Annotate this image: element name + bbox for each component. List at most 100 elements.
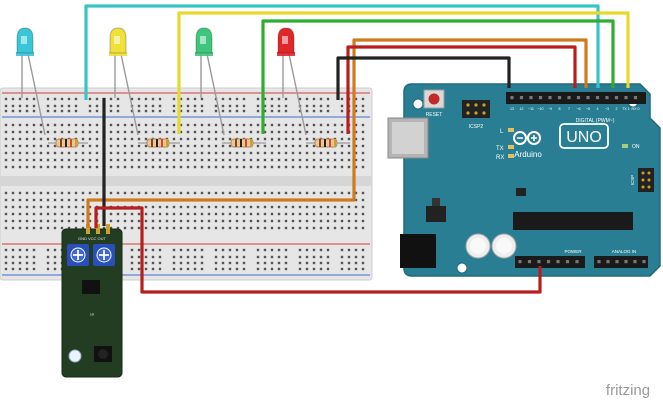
- breadboard-hole: [193, 151, 197, 155]
- breadboard-hole: [81, 158, 85, 162]
- breadboard-hole: [46, 165, 50, 169]
- breadboard-hole: [60, 212, 64, 216]
- breadboard-hole: [207, 137, 211, 141]
- breadboard-hole: [74, 123, 78, 127]
- breadboard-hole: [200, 191, 204, 195]
- breadboard-hole: [172, 219, 176, 223]
- breadboard-hole: [305, 151, 309, 155]
- comparator-chip: [82, 280, 100, 294]
- breadboard-hole: [340, 97, 344, 101]
- breadboard-hole: [25, 137, 29, 141]
- breadboard-hole: [200, 248, 204, 252]
- breadboard-hole: [32, 212, 36, 216]
- breadboard-hole: [354, 191, 358, 195]
- digital-pin-hole: [519, 96, 524, 100]
- breadboard-hole: [81, 151, 85, 155]
- breadboard-hole: [200, 137, 204, 141]
- digital-pin-label: ~9: [548, 107, 552, 111]
- breadboard-hole: [4, 137, 8, 141]
- breadboard-hole: [242, 248, 246, 252]
- breadboard-hole: [312, 191, 316, 195]
- breadboard-hole: [326, 123, 330, 127]
- breadboard-hole: [242, 151, 246, 155]
- breadboard-hole: [137, 123, 141, 127]
- breadboard-hole: [340, 165, 344, 169]
- breadboard-hole: [228, 165, 232, 169]
- breadboard-hole: [312, 226, 316, 230]
- breadboard-hole: [172, 130, 176, 134]
- breadboard-hole: [256, 212, 260, 216]
- breadboard-hole: [333, 158, 337, 162]
- breadboard-hole: [109, 158, 113, 162]
- breadboard-hole: [39, 212, 43, 216]
- breadboard-hole: [214, 212, 218, 216]
- breadboard-hole: [249, 191, 253, 195]
- breadboard-hole: [74, 104, 78, 108]
- breadboard-hole: [18, 130, 22, 134]
- breadboard-hole: [200, 261, 204, 265]
- breadboard-hole: [242, 212, 246, 216]
- breadboard-hole: [291, 158, 295, 162]
- breadboard-hole: [39, 198, 43, 202]
- breadboard-hole: [298, 165, 302, 169]
- breadboard-hole: [207, 151, 211, 155]
- breadboard-hole: [46, 137, 50, 141]
- breadboard-hole: [165, 191, 169, 195]
- breadboard-hole: [361, 198, 365, 202]
- breadboard-hole: [235, 97, 239, 101]
- breadboard-hole: [4, 198, 8, 202]
- breadboard-hole: [116, 219, 120, 223]
- breadboard-hole: [284, 219, 288, 223]
- breadboard-hole: [186, 205, 190, 209]
- breadboard-hole: [305, 205, 309, 209]
- breadboard-hole: [95, 158, 99, 162]
- breadboard-hole: [228, 248, 232, 252]
- breadboard-hole: [340, 261, 344, 265]
- breadboard-hole: [235, 267, 239, 271]
- breadboard-hole: [270, 151, 274, 155]
- breadboard-hole: [172, 191, 176, 195]
- breadboard-hole: [347, 219, 351, 223]
- breadboard-hole: [179, 267, 183, 271]
- l-led-label: L: [500, 129, 504, 135]
- breadboard-hole: [263, 205, 267, 209]
- breadboard-hole: [235, 226, 239, 230]
- power-jack-icon: [400, 234, 436, 268]
- breadboard-hole: [319, 191, 323, 195]
- breadboard-hole: [221, 109, 225, 113]
- breadboard-hole: [137, 261, 141, 265]
- breadboard-hole: [193, 123, 197, 127]
- breadboard-hole: [263, 267, 267, 271]
- breadboard-hole: [249, 151, 253, 155]
- digital-pin-hole: [510, 96, 514, 100]
- breadboard-hole: [172, 158, 176, 162]
- breadboard-hole: [193, 219, 197, 223]
- breadboard-hole: [137, 255, 141, 259]
- breadboard-hole: [256, 205, 260, 209]
- breadboard-hole: [123, 219, 127, 223]
- breadboard-hole: [193, 97, 197, 101]
- analog-pin-hole: [606, 260, 610, 264]
- breadboard-hole: [277, 248, 281, 252]
- breadboard-hole: [39, 151, 43, 155]
- breadboard-hole: [11, 123, 15, 127]
- breadboard-hole: [326, 109, 330, 113]
- breadboard-hole: [312, 255, 316, 259]
- breadboard-hole: [340, 109, 344, 113]
- breadboard-hole: [228, 261, 232, 265]
- breadboard-hole: [263, 123, 267, 127]
- breadboard-hole: [291, 165, 295, 169]
- breadboard-hole: [207, 212, 211, 216]
- breadboard-hole: [116, 109, 120, 113]
- breadboard-hole: [228, 104, 232, 108]
- breadboard-hole: [319, 151, 323, 155]
- breadboard-hole: [172, 205, 176, 209]
- breadboard-hole: [277, 226, 281, 230]
- breadboard-hole: [4, 104, 8, 108]
- breadboard-hole: [298, 212, 302, 216]
- breadboard-hole: [242, 267, 246, 271]
- breadboard-hole: [18, 226, 22, 230]
- breadboard-hole: [123, 158, 127, 162]
- breadboard-hole: [354, 255, 358, 259]
- breadboard-hole: [165, 212, 169, 216]
